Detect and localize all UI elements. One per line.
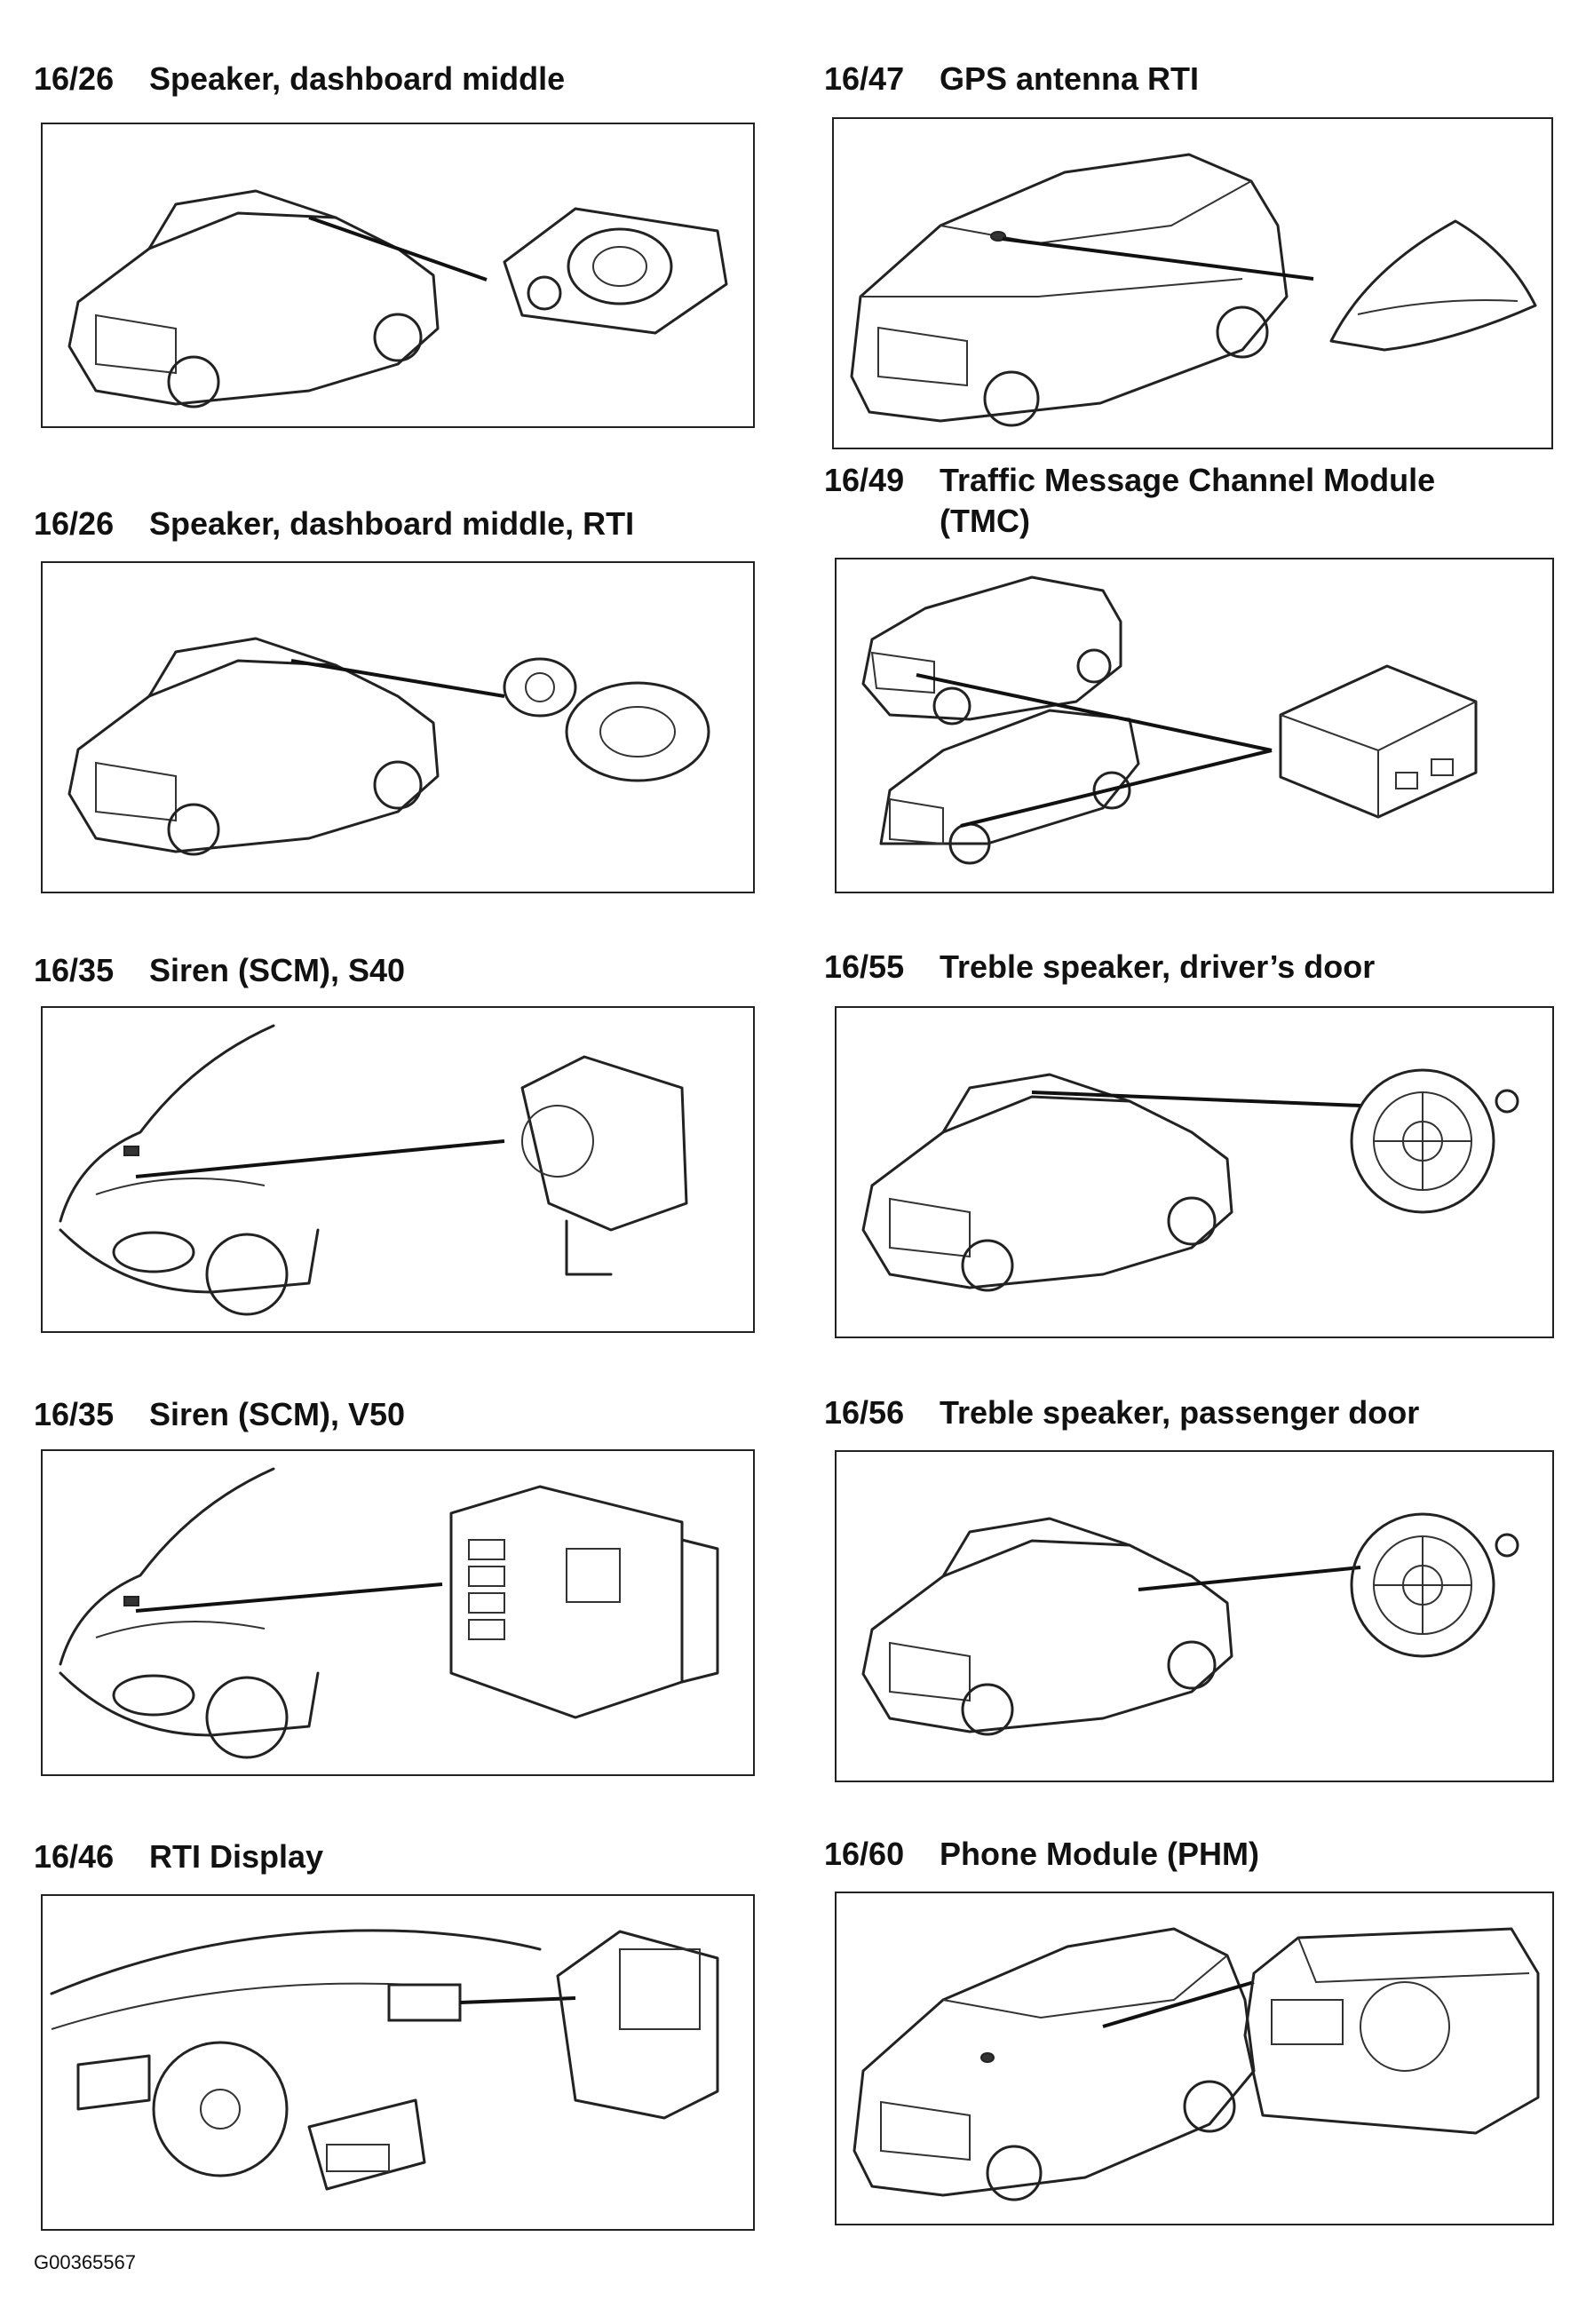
section-code: 16/46	[34, 1838, 115, 1875]
illustration-panel	[835, 1892, 1554, 2225]
section-heading: 16/47 GPS antenna RTI	[824, 59, 1199, 99]
section-code: 16/55	[824, 948, 905, 985]
section-title: Siren (SCM), V50	[149, 1396, 406, 1432]
illustration-panel	[41, 561, 755, 893]
car-front-siren-icon	[59, 1467, 719, 1759]
section-code: 16/49	[824, 462, 905, 498]
section-title: Traffic Message Channel Module (TMC)	[940, 462, 1436, 539]
section-heading: 16/60 Phone Module (PHM)	[824, 1834, 1259, 1875]
car-phone-module-icon	[853, 1927, 1540, 2201]
illustration-panel	[41, 1449, 755, 1776]
dashboard-display-icon	[50, 1929, 719, 2191]
illustration-panel	[41, 1006, 755, 1333]
section-code: 16/35	[34, 1396, 115, 1432]
section-heading: 16/35 Siren (SCM), V50	[34, 1394, 405, 1435]
illustration-panel	[41, 123, 755, 428]
section-code: 16/26	[34, 60, 115, 97]
two-cars-module-icon	[861, 575, 1478, 865]
car-sedan-speaker-icon	[67, 637, 710, 856]
section-title: RTI Display	[149, 1838, 324, 1875]
section-heading: 16/56 Treble speaker, passenger door	[824, 1392, 1419, 1433]
section-title: GPS antenna RTI	[940, 60, 1200, 97]
section-title: Speaker, dashboard middle, RTI	[149, 505, 635, 542]
illustration-panel	[832, 117, 1553, 449]
section-code: 16/56	[824, 1394, 905, 1431]
section-title: Phone Module (PHM)	[940, 1836, 1259, 1872]
section-code: 16/26	[34, 505, 115, 542]
section-heading: 16/35 Siren (SCM), S40	[34, 950, 405, 991]
section-title: Treble speaker, driver’s door	[940, 948, 1376, 985]
figure-code: G00365567	[34, 2251, 136, 2273]
illustration-panel	[41, 1894, 755, 2231]
section-title: Speaker, dashboard middle	[149, 60, 566, 97]
illustration-panel	[835, 558, 1554, 893]
section-heading: 16/55 Treble speaker, driver’s door	[824, 947, 1375, 988]
car-sedan-speaker-icon	[67, 189, 728, 408]
car-treble-speaker-icon	[861, 1512, 1519, 1736]
section-heading: 16/49 Traffic Message Channel Module (TMC…	[824, 460, 1435, 542]
section-code: 16/35	[34, 952, 115, 988]
section-heading: 16/46 RTI Display	[34, 1836, 323, 1877]
section-title: Siren (SCM), S40	[149, 952, 406, 988]
section-code: 16/47	[824, 60, 905, 97]
section-heading: 16/26 Speaker, dashboard middle, RTI	[34, 504, 634, 544]
car-front-siren-icon	[59, 1024, 688, 1316]
section-code: 16/60	[824, 1836, 905, 1872]
illustration-panel	[835, 1450, 1554, 1782]
car-treble-speaker-icon	[861, 1068, 1519, 1292]
section-heading: 16/26 Speaker, dashboard middle	[34, 59, 565, 99]
illustration-panel	[835, 1006, 1554, 1338]
section-title: Treble speaker, passenger door	[940, 1394, 1420, 1431]
car-antenna-icon	[850, 153, 1537, 427]
